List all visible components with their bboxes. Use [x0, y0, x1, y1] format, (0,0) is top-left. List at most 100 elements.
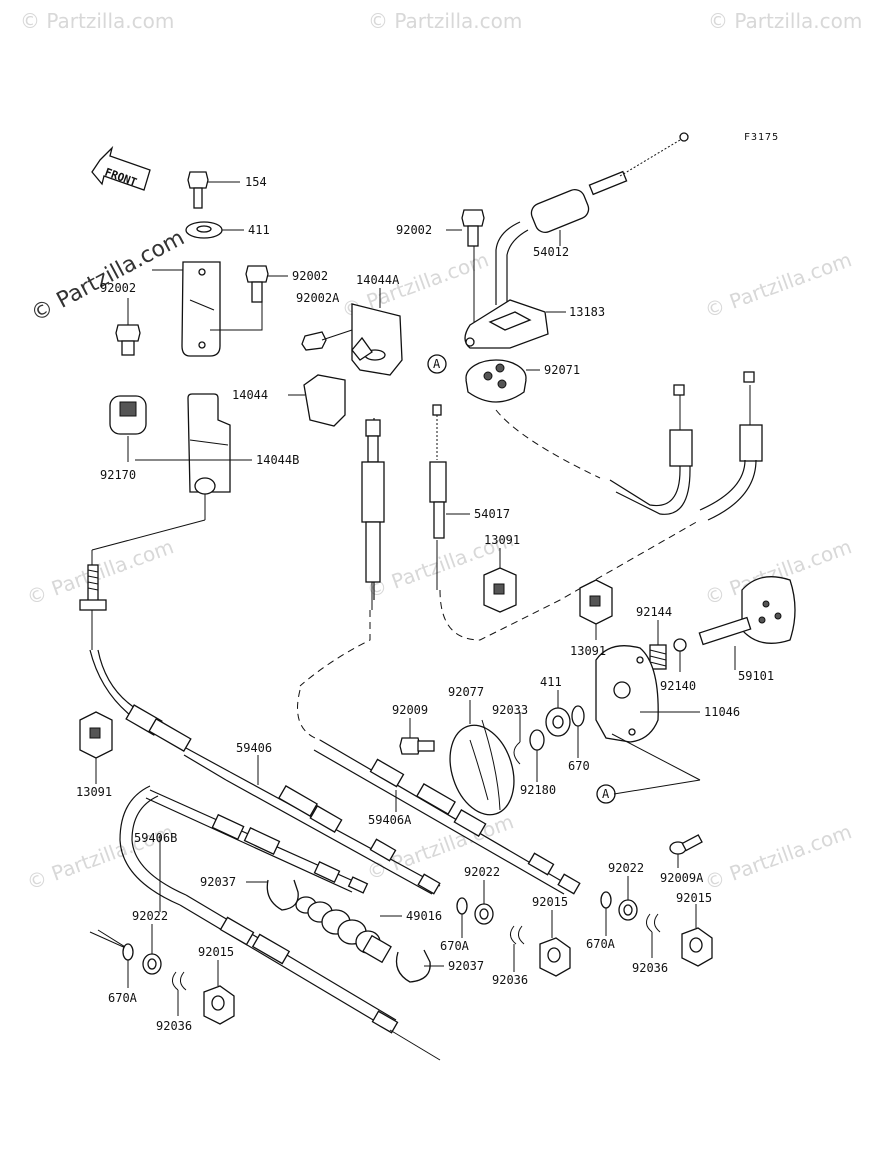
part-label-92077: 92077: [448, 685, 484, 699]
washer-411: [185, 221, 244, 239]
oring-670A-right: [600, 891, 612, 936]
bracket-14044B: [135, 393, 252, 495]
nut-92015-right: [681, 904, 713, 967]
housing-11046: [595, 645, 701, 795]
washer-92022-right: [618, 876, 638, 921]
washer-92022-left: [142, 924, 162, 975]
part-label-92071: 92071: [544, 363, 580, 377]
front-arrow-icon: FRONT: [91, 145, 151, 191]
lockwasher-92036-left: [172, 971, 187, 1016]
knob-92077: [449, 700, 515, 816]
grommet-92071: [465, 359, 540, 403]
part-label-92140: 92140: [660, 679, 696, 693]
part-label-154: 154: [245, 175, 267, 189]
part-label-92002: 92002: [396, 223, 432, 237]
part-label-92009: 92009: [392, 703, 428, 717]
cable-54012: [495, 132, 689, 305]
lockwasher-92036-mid: [510, 925, 525, 972]
part-label-92144: 92144: [636, 605, 672, 619]
callout-a-label: A: [433, 357, 441, 371]
screw-92009A: [669, 834, 703, 868]
part-label-92037: 92037: [200, 875, 236, 889]
boot-49016: [295, 896, 402, 964]
cable-59406: [79, 494, 441, 895]
part-label-59406A: 59406A: [368, 813, 412, 827]
watermark: © Partzilla.com: [702, 247, 855, 322]
part-label-92036: 92036: [632, 961, 668, 975]
watermark: © Partzilla.com: [20, 9, 174, 33]
part-label-92022: 92022: [464, 865, 500, 879]
clip-92037-bot: [395, 949, 444, 983]
bracket-14044A: [351, 288, 403, 376]
part-label-411: 411: [248, 223, 270, 237]
part-label-13183: 13183: [569, 305, 605, 319]
part-label-670A: 670A: [586, 937, 616, 951]
bolt-92002-right: [446, 209, 485, 322]
part-label-49016: 49016: [406, 909, 442, 923]
part-label-92002A: 92002A: [296, 291, 340, 305]
part-label-92180: 92180: [520, 783, 556, 797]
clip-92037-top: [246, 879, 299, 911]
part-label-92022: 92022: [132, 909, 168, 923]
watermark: © Partzilla.com: [708, 9, 862, 33]
grommet-13091-mid: [483, 548, 517, 613]
part-label-411: 411: [540, 675, 562, 689]
cable-54017: [429, 404, 470, 590]
part-label-14044B: 14044B: [256, 453, 299, 467]
part-label-59101: 59101: [738, 669, 774, 683]
clamp-14044: [288, 374, 346, 427]
part-label-59406B: 59406B: [134, 831, 177, 845]
part-label-13091: 13091: [76, 785, 112, 799]
grommet-13091-right: [579, 579, 613, 640]
bolt-92002-mid: [210, 265, 288, 331]
bolt-154: [187, 171, 240, 209]
part-label-59406: 59406: [236, 741, 272, 755]
part-label-54017: 54017: [474, 507, 510, 521]
part-label-92015: 92015: [532, 895, 568, 909]
plate-13183: [464, 299, 566, 349]
watermark: © Partzilla.com: [368, 9, 522, 33]
cable-59406B: [89, 785, 441, 1061]
part-label-670: 670: [568, 759, 590, 773]
part-label-92015: 92015: [198, 945, 234, 959]
oring-670A-mid: [456, 897, 468, 938]
clip-92033: [513, 712, 521, 765]
part-label-92015: 92015: [676, 891, 712, 905]
part-labels: 154 411 92002 92002 92002A 14044A 92002 …: [76, 175, 774, 1033]
bolt-92002A: [301, 329, 353, 351]
diagram-code: F3175: [744, 132, 779, 143]
ball-92140: [673, 638, 687, 672]
callout-a-bottom: A: [596, 784, 616, 804]
part-label-92022: 92022: [608, 861, 644, 875]
part-label-92009A: 92009A: [660, 871, 704, 885]
part-label-92002: 92002: [100, 281, 136, 295]
watermark: © Partzilla.com: [24, 534, 177, 609]
part-label-14044A: 14044A: [356, 273, 400, 287]
part-label-13091: 13091: [484, 533, 520, 547]
watermark: © Partzilla.com: [702, 819, 855, 894]
nut-92015-mid: [539, 910, 571, 977]
part-label-14044: 14044: [232, 388, 268, 402]
washer-92180: [529, 729, 545, 782]
part-label-11046: 11046: [704, 705, 740, 719]
part-label-92033: 92033: [492, 703, 528, 717]
part-label-92036: 92036: [492, 973, 528, 987]
oring-670A-left: [122, 943, 134, 988]
washer-411-mid: [545, 690, 571, 737]
part-label-92170: 92170: [100, 468, 136, 482]
bracket-left: [152, 261, 221, 357]
lockwasher-92036-right: [646, 913, 661, 958]
cable-59406A: [297, 418, 581, 895]
spring-92144: [649, 620, 667, 670]
cam-59101: [698, 576, 796, 670]
cable-right-pair: [439, 371, 763, 641]
part-label-670A: 670A: [108, 991, 138, 1005]
watermark-main: © Partzilla.com: [27, 226, 189, 328]
part-label-92002: 92002: [292, 269, 328, 283]
watermark-group: © Partzilla.com © Partzilla.com © Partzi…: [20, 9, 862, 895]
callout-a-label: A: [602, 787, 610, 801]
callout-a-top: A: [427, 354, 447, 374]
washer-92022-mid: [474, 880, 494, 925]
